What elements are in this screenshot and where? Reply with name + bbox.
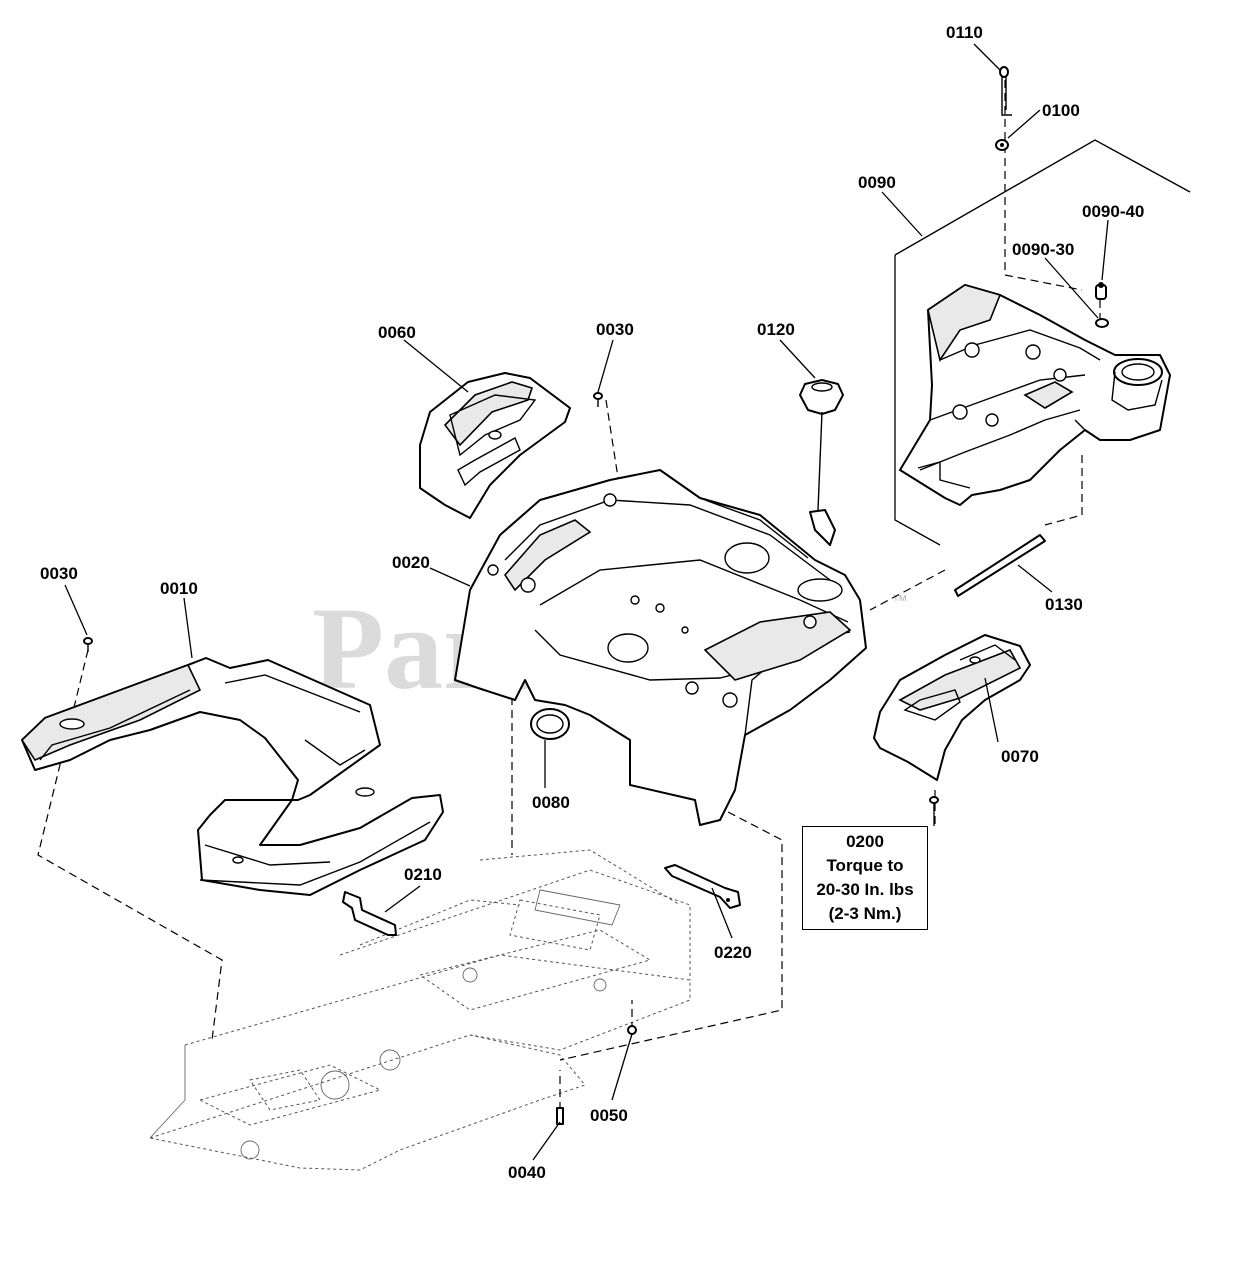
watermark-trademark: ™ (892, 593, 908, 610)
note-part-number: 0200 (846, 832, 884, 851)
part-0090-40-fitting (1095, 282, 1107, 300)
part-0060-console-cover (419, 372, 571, 519)
callout-0030-left: 0030 (40, 564, 78, 583)
part-0030-screw-center (593, 392, 603, 407)
part-0120-fuel-cap (799, 379, 844, 546)
callout-0050: 0050 (590, 1106, 628, 1125)
callout-0120: 0120 (757, 320, 795, 339)
callout-0040: 0040 (508, 1163, 546, 1182)
part-0050-nut (627, 1025, 637, 1035)
part-0100-nut (995, 139, 1009, 151)
part-0080-grommet (530, 708, 570, 740)
callout-0210: 0210 (404, 865, 442, 884)
callout-0080: 0080 (532, 793, 570, 812)
part-0090-30-grommet (1095, 318, 1109, 328)
callout-0090: 0090 (858, 173, 896, 192)
callout-0070: 0070 (1001, 747, 1039, 766)
callout-0030-center: 0030 (596, 320, 634, 339)
callout-0100: 0100 (1042, 101, 1080, 120)
part-0090-fuel-tank (894, 139, 1191, 546)
part-0020-rear-body (454, 469, 867, 826)
part-0010-fender (20, 657, 444, 896)
callout-0010: 0010 (160, 579, 198, 598)
callout-labels: 0110 0100 0090 0090-40 0090-30 0060 0030… (40, 23, 1144, 1182)
part-0040-bolt (556, 1107, 564, 1125)
torque-note-box: 0200 Torque to 20-30 In. lbs (2-3 Nm.) (802, 826, 928, 930)
part-0200-screw (929, 796, 939, 812)
callout-0220: 0220 (714, 943, 752, 962)
part-0030-screw-left (83, 637, 93, 652)
chassis-frame (148, 849, 691, 1171)
callout-0020: 0020 (392, 553, 430, 572)
note-line-2: 20-30 In. lbs (816, 880, 914, 899)
callout-0110: 0110 (946, 23, 983, 42)
part-0070-console-cover (873, 634, 1031, 781)
callout-0060: 0060 (378, 323, 416, 342)
part-0110-hook (999, 66, 1012, 116)
callout-0090-30: 0090-30 (1012, 240, 1074, 259)
callout-0090-40: 0090-40 (1082, 202, 1144, 221)
leader-lines (64, 43, 1109, 1161)
note-line-1: Torque to (826, 856, 904, 875)
note-line-3: (2-3 Nm.) (828, 904, 902, 923)
part-0220-bracket (664, 864, 741, 909)
callout-0130: 0130 (1045, 595, 1083, 614)
part-0210-bracket (342, 891, 397, 936)
part-0130-rod (954, 534, 1046, 597)
